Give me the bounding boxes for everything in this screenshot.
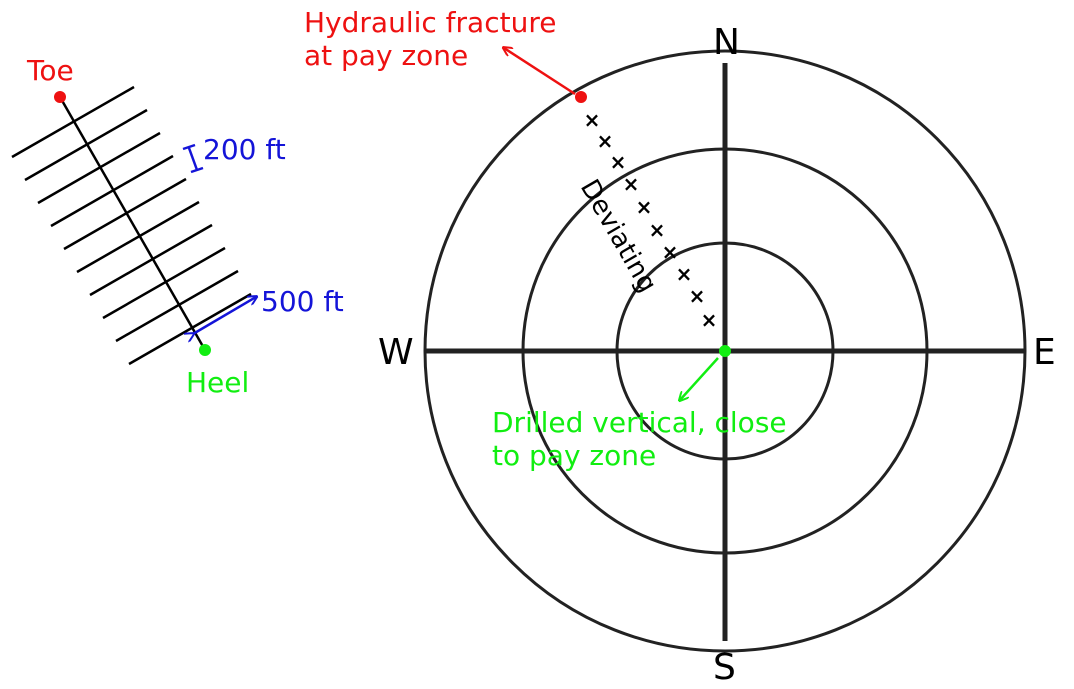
- fracture-line: [128, 292, 252, 366]
- toe-marker: [54, 91, 66, 103]
- fracture-line: [24, 108, 148, 182]
- compass-west: W: [378, 332, 414, 373]
- heel-marker: [199, 344, 211, 356]
- toe-label: Toe: [26, 54, 74, 87]
- fracture-target-marker: [575, 91, 587, 103]
- compass-east: E: [1033, 332, 1056, 373]
- fracture-pointer-arrow-icon: [504, 48, 576, 96]
- path-marker: ×: [636, 195, 653, 219]
- fracture-label-line2: at pay zone: [304, 39, 468, 72]
- vertical-pointer-arrow-icon: [680, 357, 719, 400]
- path-marker: ×: [662, 240, 679, 264]
- path-marker: ×: [689, 284, 706, 308]
- path-marker: ×: [610, 150, 627, 174]
- vertical-label-line1: Drilled vertical, close: [492, 406, 787, 439]
- lateral-wellbore: [58, 96, 207, 351]
- fracture-line: [63, 177, 187, 251]
- path-marker: ×: [649, 218, 666, 242]
- half-length-label: 500 ft: [261, 285, 344, 318]
- compass-south: S: [713, 647, 736, 688]
- vertical-well-marker: [719, 345, 731, 357]
- path-marker: ×: [701, 308, 718, 332]
- well-plan-view: Toe Heel 200 ft 500 ft: [11, 54, 344, 399]
- fracture-line: [102, 246, 226, 320]
- path-marker: ×: [584, 108, 601, 132]
- half-length-arrow-icon: [193, 297, 256, 334]
- path-marker: ×: [597, 129, 614, 153]
- fracture-line: [50, 154, 174, 228]
- fracture-label-line1: Hydraulic fracture: [304, 6, 556, 39]
- fracture-line: [37, 131, 161, 205]
- fracture-stages: [11, 85, 252, 366]
- fracture-line: [89, 223, 213, 297]
- fracture-line: [76, 200, 200, 274]
- vertical-label-line2: to pay zone: [492, 439, 656, 472]
- fracture-line: [115, 269, 239, 343]
- path-marker: ×: [676, 262, 693, 286]
- deviated-path: × × × × × × × × × ×: [584, 108, 718, 332]
- heel-label: Heel: [186, 366, 249, 399]
- compass-north: N: [713, 22, 740, 63]
- target-compass-view: N S W E × × × × × × × × × × Deviating Hy…: [304, 6, 1056, 688]
- path-marker: ×: [623, 172, 640, 196]
- spacing-dimension-icon: [182, 143, 204, 174]
- spacing-label: 200 ft: [203, 133, 286, 166]
